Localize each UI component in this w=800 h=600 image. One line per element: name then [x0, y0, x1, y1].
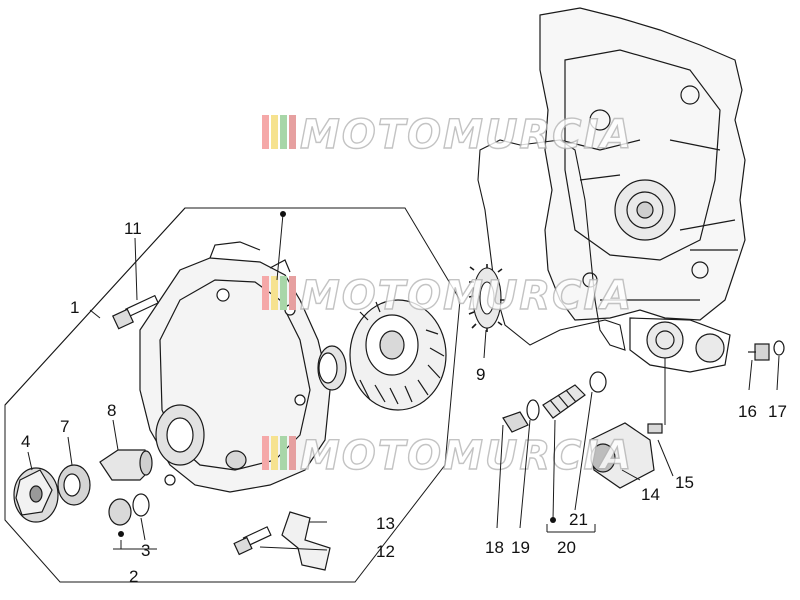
watermark: MOTOMURCIA MOTOMURCIA MOTOMURCIA	[262, 111, 633, 480]
callout-16: 16	[738, 402, 757, 421]
callout-20: 20	[557, 538, 576, 557]
watermark-stripes-1	[262, 115, 296, 149]
washer-17	[773, 340, 785, 356]
filter-nipple-15	[647, 423, 663, 434]
gear	[468, 264, 505, 332]
crankcase-cover	[139, 241, 331, 493]
strainer-20	[542, 384, 586, 419]
watermark-text-3: MOTOMURCIA	[300, 433, 633, 479]
callout-7: 7	[60, 417, 69, 436]
plug-3	[108, 493, 150, 526]
marker-dots	[118, 211, 556, 537]
callout-14: 14	[641, 485, 660, 504]
watermark-text-1: MOTOMURCIA	[300, 112, 633, 158]
callout-8: 8	[107, 401, 116, 420]
callout-21: 21	[569, 510, 588, 529]
watermark-stripes-3	[262, 436, 296, 470]
callout-2: 2	[129, 567, 138, 586]
oil-seal	[317, 345, 347, 391]
leader-lines	[27, 213, 780, 551]
bracket-12-13	[233, 511, 331, 571]
bearing-7	[57, 464, 91, 506]
watermark-stripes-2	[262, 276, 296, 310]
o-ring-19	[526, 399, 540, 421]
callout-labels: 1 2 3 4 7 8 9 11 12 13 14 15 16 17 18 19…	[21, 219, 787, 586]
callout-9: 9	[476, 365, 485, 384]
drain-plug-18	[502, 411, 529, 433]
cover-gasket	[477, 139, 626, 351]
water-pump-cover	[349, 299, 447, 411]
callout-17: 17	[768, 402, 787, 421]
assembly-outline	[4, 207, 461, 583]
callout-15: 15	[675, 473, 694, 492]
oil-filter-14	[589, 422, 655, 489]
callout-1: 1	[70, 298, 79, 317]
o-ring-21	[589, 371, 607, 393]
engine-block	[539, 7, 746, 373]
callout-18: 18	[485, 538, 504, 557]
callout-19: 19	[511, 538, 530, 557]
watermark-text-2: MOTOMURCIA	[300, 273, 633, 319]
bolt-11	[111, 294, 159, 330]
callout-11: 11	[124, 219, 142, 238]
shaft-8	[99, 449, 153, 481]
callout-4: 4	[21, 432, 30, 451]
impeller-4	[13, 467, 59, 523]
sensor-16	[748, 343, 770, 361]
callout-13: 13	[376, 514, 395, 533]
callout-12: 12	[376, 542, 395, 561]
callout-3: 3	[141, 541, 150, 560]
